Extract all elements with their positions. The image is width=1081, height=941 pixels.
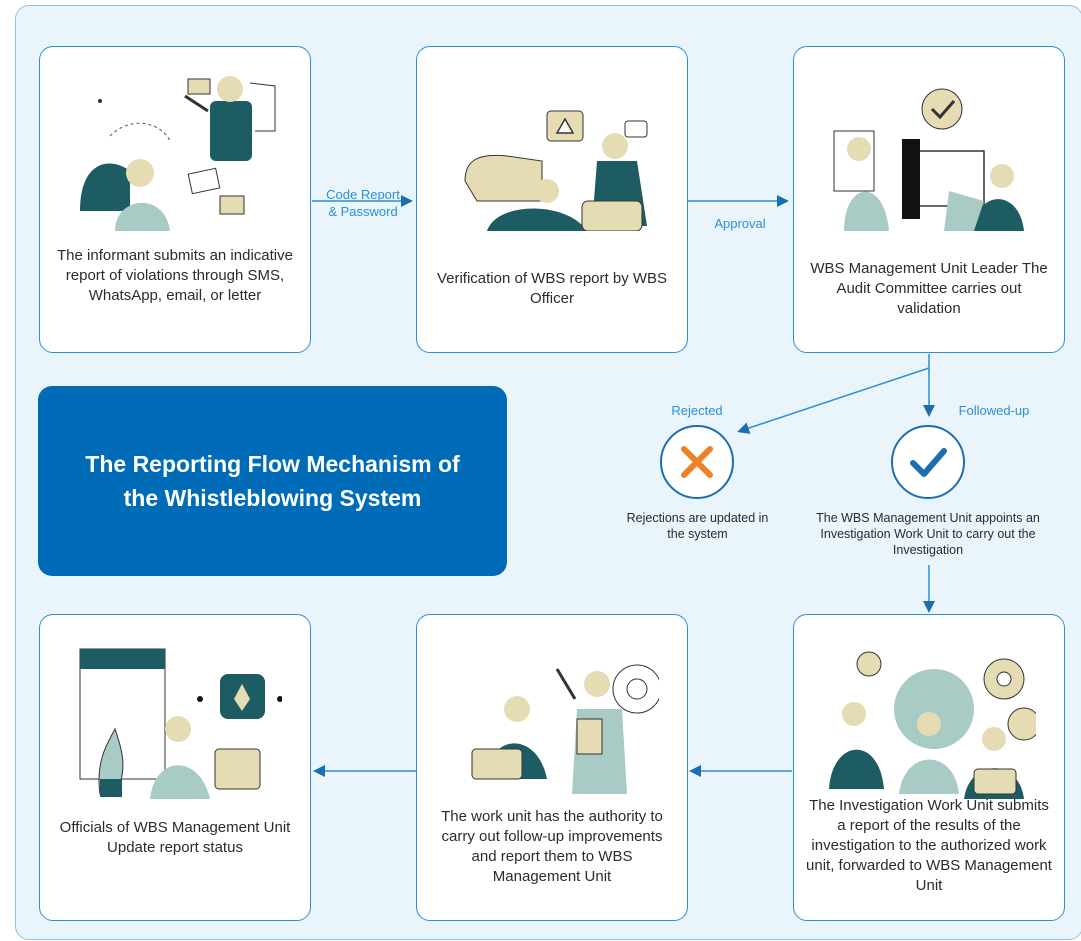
verification-illustration [464, 110, 648, 231]
step-5-text: The work unit has the authority to carry… [441, 808, 663, 885]
check-icon [910, 448, 947, 477]
validation-illustration [833, 88, 1024, 231]
label-code-report-password: Code Report & Password [326, 187, 400, 219]
investigation-illustration [829, 651, 1036, 799]
step-2-text: Verification of WBS report by WBS Office… [436, 270, 668, 307]
step-card-2: Verification of WBS report by WBS Office… [416, 46, 688, 353]
label-approval: Approval [714, 216, 766, 231]
step-4-text: The Investigation Work Unit submits a re… [806, 797, 1052, 894]
rejected-circle [660, 425, 734, 499]
followed-up-circle [891, 425, 965, 499]
diagram-title: The Reporting Flow Mechanism of the Whis… [38, 386, 507, 576]
step-card-1: The informant submits an indicative repo… [39, 46, 311, 353]
step-6-text: Officials of WBS Management Unit Update … [59, 819, 291, 856]
step-card-3: WBS Management Unit Leader The Audit Com… [793, 46, 1065, 353]
rejected-caption: Rejections are updated in the system [626, 511, 769, 541]
update-status-illustration [79, 648, 282, 799]
step-3-text: WBS Management Unit Leader The Audit Com… [810, 260, 1048, 317]
x-icon [681, 446, 713, 478]
follow-up-illustration [471, 664, 659, 794]
followed-up-caption: The WBS Management Unit appoints an Inve… [816, 511, 1040, 557]
step-card-4: The Investigation Work Unit submits a re… [793, 614, 1065, 921]
label-followed-up: Followed-up [958, 403, 1030, 418]
step-card-6: Officials of WBS Management Unit Update … [39, 614, 311, 921]
step-card-5: The work unit has the authority to carry… [416, 614, 688, 921]
informant-illustration [80, 76, 276, 231]
arrow-step3-rejected [737, 367, 930, 434]
label-rejected: Rejected [671, 403, 723, 418]
step-1-text: The informant submits an indicative repo… [57, 247, 293, 304]
